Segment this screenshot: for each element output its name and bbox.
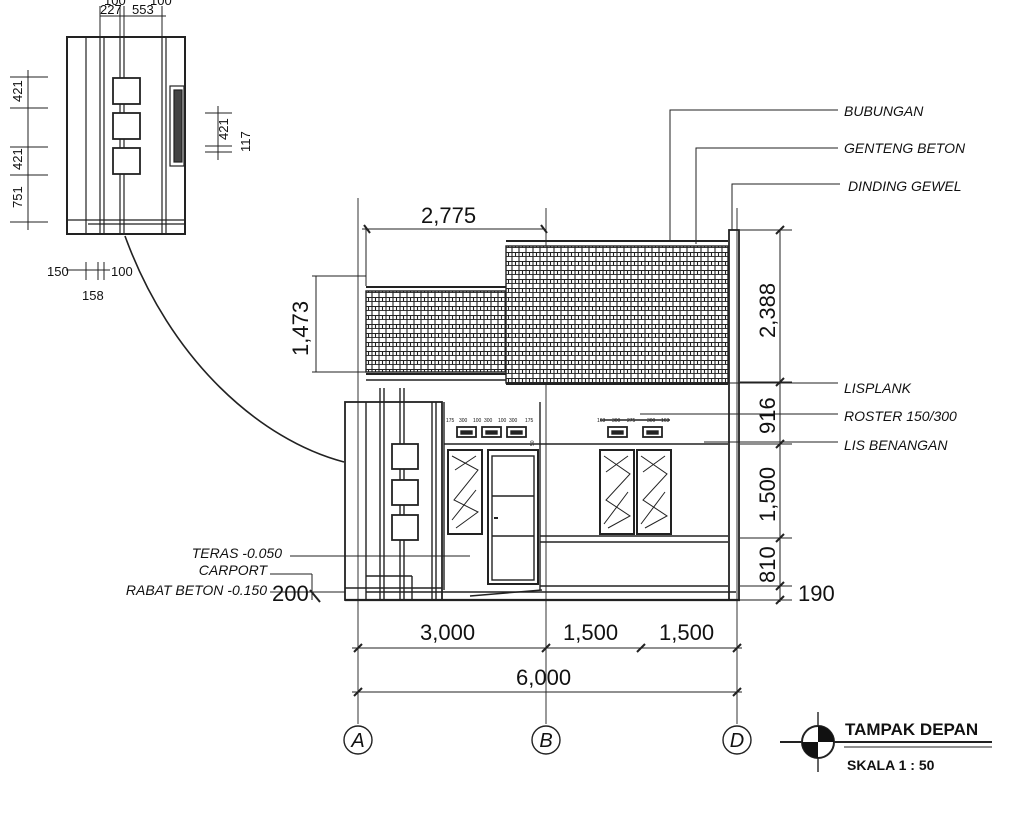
label-carport: CARPORT: [199, 562, 269, 578]
dim-left-roof-height: 1,473: [288, 301, 313, 356]
dim-window-height: 1,500: [755, 467, 780, 522]
left-roof-tiles: [365, 290, 507, 373]
roster-5: [642, 426, 663, 438]
right-roof-tiles: [505, 245, 729, 384]
detail-dim-top-2: 227: [100, 2, 122, 17]
dim-right-roof-height: 2,388: [755, 283, 780, 338]
dim-bay-b2: 1,500: [659, 620, 714, 645]
dim-sill-height: 810: [755, 546, 780, 583]
right-window-2: [636, 449, 672, 535]
roster-4: [607, 426, 628, 438]
axis-b-label: B: [539, 730, 552, 752]
main-elevation: [270, 229, 740, 602]
leader-lines: [640, 109, 840, 443]
detail-dim-right-2: 117: [238, 131, 253, 152]
roster-dim: 163: [661, 418, 670, 424]
dim-lisplank-to-lis: 916: [755, 397, 780, 434]
label-genteng-beton: GENTENG BETON: [844, 140, 966, 156]
dim-total: 6,000: [516, 665, 571, 690]
detail-dim-left-2: 421: [10, 148, 25, 170]
roster-1: [456, 426, 477, 438]
detail-dim-top-3: 553: [132, 2, 154, 17]
dimension-lines: [309, 224, 792, 697]
roster-dim: 300: [509, 418, 518, 424]
roster-dim: 100: [473, 418, 482, 424]
roster-dimension-labels: 175 300 100 300 100 300 175 163 300 275 …: [446, 418, 670, 446]
axis-markers: A B D: [343, 725, 752, 755]
axis-a-label: A: [350, 730, 364, 752]
axis-b-bubble: [531, 725, 561, 755]
label-bubungan: BUBUNGAN: [844, 103, 924, 119]
detail-dim-top-4: 100: [150, 0, 172, 8]
detail-dim-left-3: 751: [10, 186, 25, 208]
detail-dimension-labels: 100 100 227 553 421 421 751 421 117 150 …: [10, 0, 253, 303]
roster-dim: 175: [446, 418, 455, 424]
detail-dim-right-1: 421: [216, 118, 231, 140]
drawing-title: TAMPAK DEPAN: [845, 720, 978, 739]
label-rabat-beton: RABAT BETON -0.150: [126, 582, 267, 598]
label-dinding-gewel: DINDING GEWEL: [848, 178, 962, 194]
title-block: TAMPAK DEPAN SKALA 1 : 50: [780, 712, 992, 773]
right-window-1: [599, 449, 635, 535]
detail-elevation: [66, 36, 186, 235]
sill-tag: 50: [530, 440, 536, 446]
detail-dim-bottom-2: 100: [111, 264, 133, 279]
label-roster: ROSTER 150/300: [844, 408, 957, 424]
label-lisplank: LISPLANK: [844, 380, 912, 396]
detail-dimensions: [10, 6, 232, 280]
left-window: [447, 449, 483, 535]
axis-d-bubble: [722, 725, 752, 755]
roster-dim: 300: [647, 418, 656, 424]
label-lis-benangan: LIS BENANGAN: [844, 437, 948, 453]
detail-dim-bottom-3: 158: [82, 288, 104, 303]
detail-dim-bottom-1: 150: [47, 264, 69, 279]
detail-dim-top-1: 100: [104, 0, 126, 8]
front-door: [487, 449, 539, 585]
roster-dim: 300: [484, 418, 493, 424]
roster-2: [481, 426, 502, 438]
roster-3: [506, 426, 527, 438]
drawing-scale: SKALA 1 : 50: [847, 757, 935, 773]
roster-dim: 300: [459, 418, 468, 424]
roster-dim: 300: [612, 418, 621, 424]
detail-dim-left-1: 421: [10, 80, 25, 102]
dim-bay-b1: 1,500: [563, 620, 618, 645]
dim-right-base: 190: [798, 581, 835, 606]
label-teras: TERAS -0.050: [192, 545, 282, 561]
dim-left-base: 200: [272, 581, 309, 606]
roster-dim: 275: [627, 418, 636, 424]
roster-dim: 100: [498, 418, 507, 424]
floor-labels: TERAS -0.050 CARPORT RABAT BETON -0.150: [126, 545, 282, 598]
axis-a-bubble: [343, 725, 373, 755]
dim-bay-ab: 3,000: [420, 620, 475, 645]
roster-dim: 175: [525, 418, 534, 424]
dimension-labels: 2,775 1,473 2,388 916 1,500 810 200 190 …: [272, 203, 835, 690]
axis-d-label: D: [730, 730, 744, 752]
roster-dim: 163: [597, 418, 606, 424]
detail-callout-arc: [124, 235, 345, 463]
dim-top-width: 2,775: [421, 203, 476, 228]
material-labels: BUBUNGAN GENTENG BETON DINDING GEWEL LIS…: [844, 103, 966, 453]
